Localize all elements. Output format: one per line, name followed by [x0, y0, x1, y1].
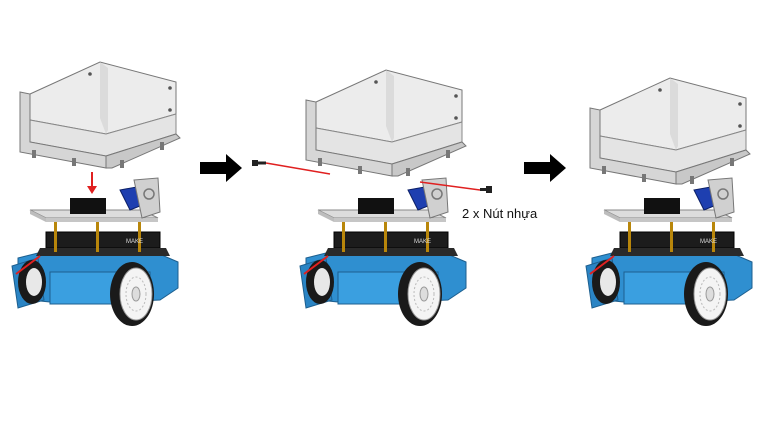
step-3-robot: [585, 177, 753, 327]
step-3-tray: [589, 73, 751, 185]
step-2-robot: [299, 177, 467, 327]
right-rivet: [480, 186, 492, 193]
step-1-robot: [11, 177, 179, 327]
step-3-group: [585, 73, 753, 327]
step-1-tray: [19, 57, 181, 169]
step-2-group: [252, 65, 492, 327]
step-1-down-arrow-head: [87, 186, 97, 194]
next-step-arrow-2: [524, 154, 566, 182]
step-1-group: [11, 57, 181, 327]
next-step-arrow-1: [200, 154, 242, 182]
rivet-callout-label: 2 x Nút nhựa: [462, 206, 538, 221]
left-rivet: [252, 160, 266, 166]
left-guide-line: [265, 162, 331, 175]
step-2-tray: [305, 65, 467, 177]
right-guide-line: [419, 181, 481, 191]
